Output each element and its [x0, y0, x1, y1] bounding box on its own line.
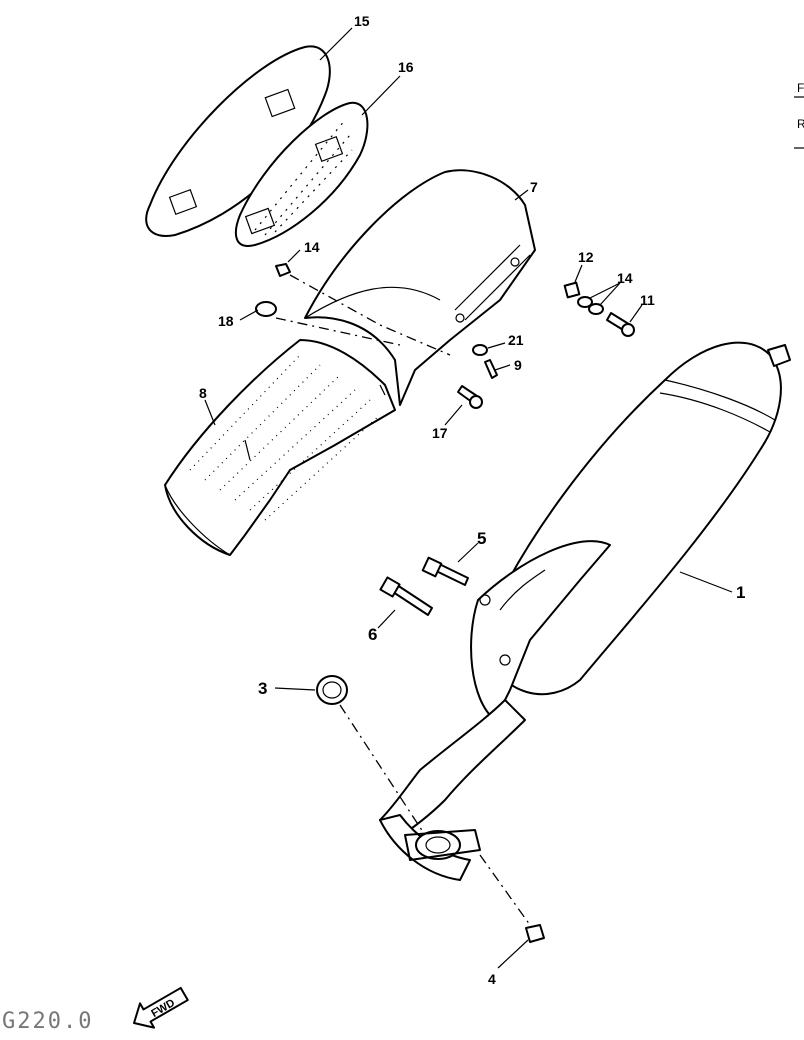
callout-14-left: 14: [304, 239, 320, 255]
part-1-muffler-body: [470, 341, 791, 721]
callout-9: 9: [514, 357, 522, 373]
callout-14-right: 14: [617, 270, 633, 286]
part-15-outer-shield-cover: [145, 45, 331, 237]
edge-mark-f: F: [797, 81, 804, 95]
hardware-parts: [255, 263, 635, 943]
callout-18: 18: [218, 313, 234, 329]
callout-16: 16: [398, 59, 414, 75]
assembly-lines: [275, 274, 531, 926]
callout-1: 1: [736, 583, 745, 602]
part-8-lower-heat-shield: [164, 339, 396, 556]
callout-15: 15: [354, 13, 370, 29]
callout-21: 21: [508, 332, 524, 348]
exhaust-pipe: [379, 699, 526, 881]
fwd-arrow-icon: FWD: [133, 986, 189, 1029]
fwd-badge: FWD: [149, 997, 177, 1020]
callout-12: 12: [578, 249, 594, 265]
callout-3: 3: [258, 679, 267, 698]
callout-4: 4: [488, 971, 496, 987]
callout-17: 17: [432, 425, 448, 441]
figure-code: G220.0: [2, 1009, 93, 1034]
callout-5: 5: [477, 529, 486, 548]
part-16-shield-insulation: [234, 101, 369, 247]
callout-11: 11: [640, 292, 655, 308]
edge-mark-r: R: [797, 117, 804, 131]
leader-lines: [204, 27, 733, 969]
part-7-muffler-protector: [304, 169, 536, 406]
callout-6: 6: [368, 625, 377, 644]
callout-8: 8: [199, 385, 207, 401]
callout-labels: 15 16 7 14 12 14 11 18 21 9 8 17 5 1 6 3…: [199, 13, 745, 987]
callout-7: 7: [530, 179, 538, 195]
